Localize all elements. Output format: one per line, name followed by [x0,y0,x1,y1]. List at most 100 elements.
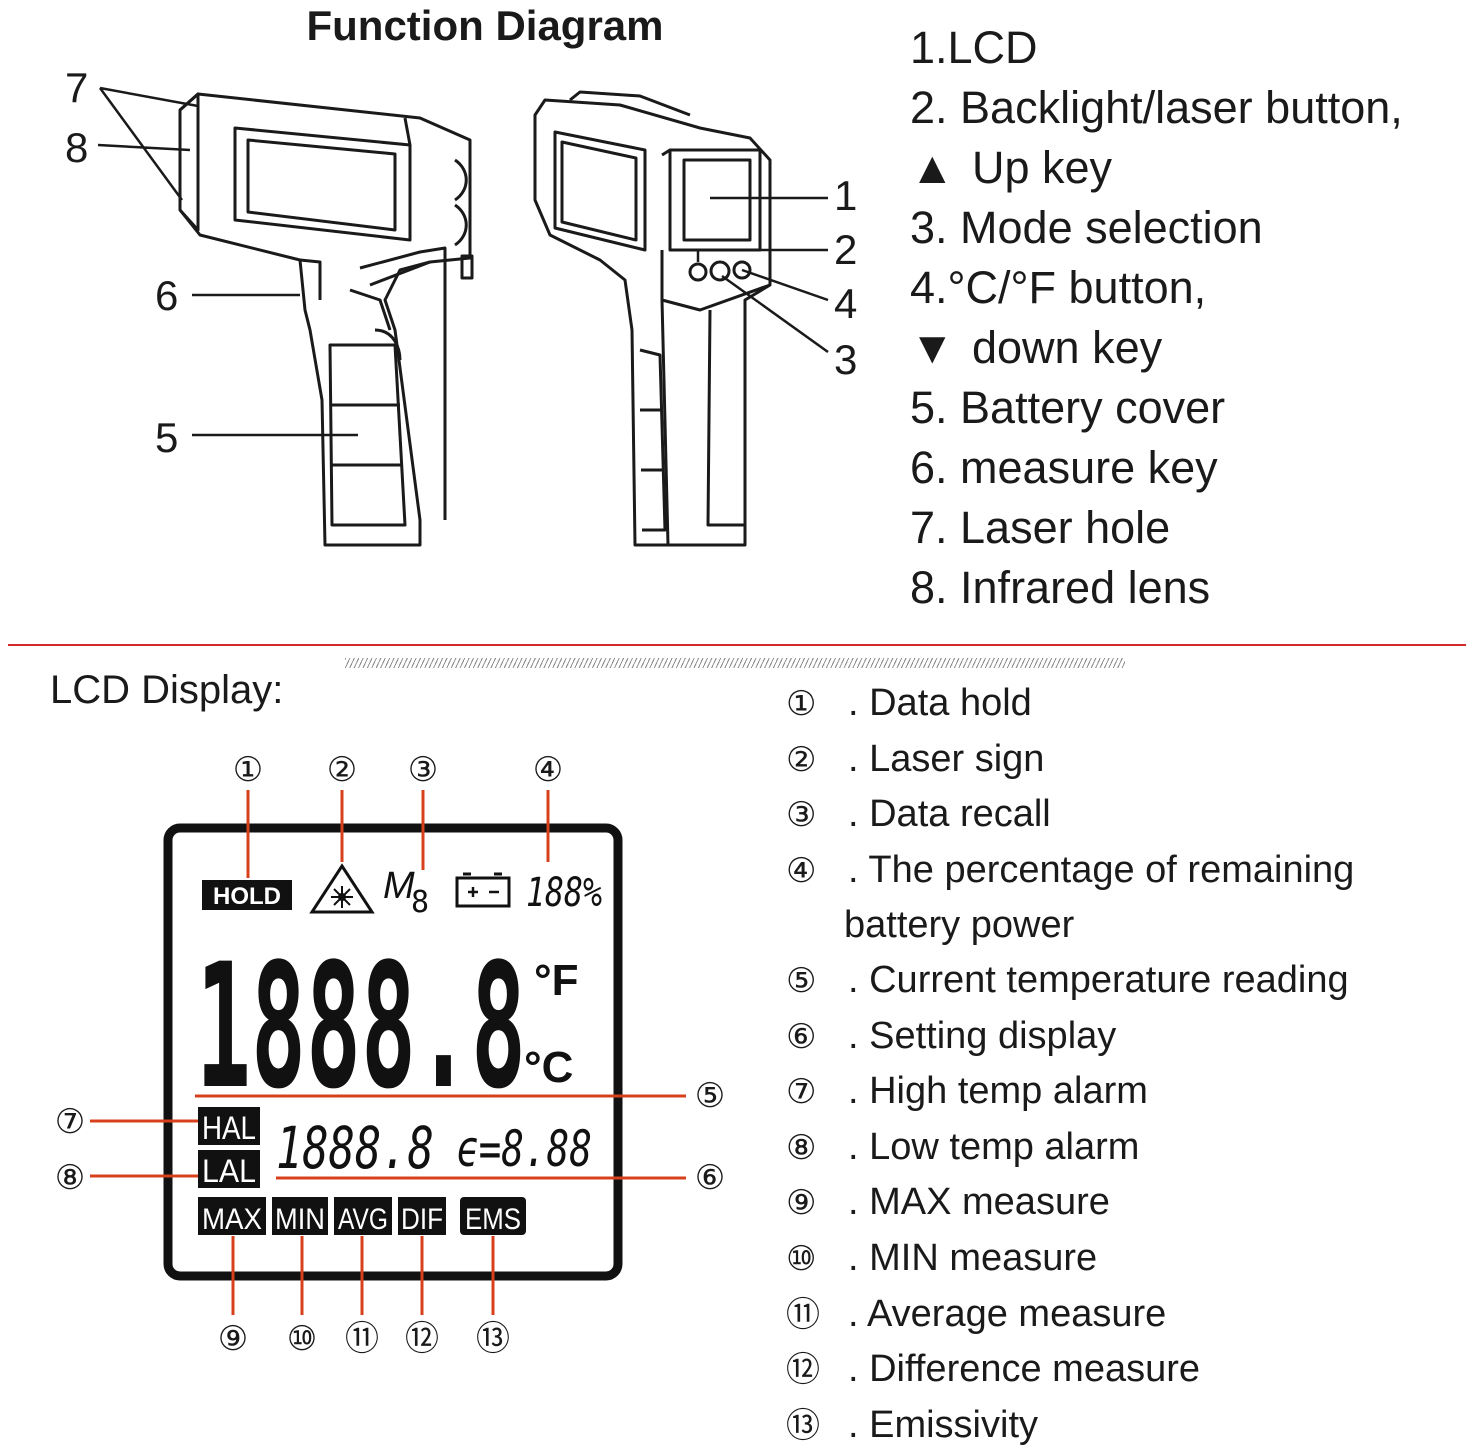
unit-fahrenheit: °F [534,956,578,1005]
legend-number: ⑫ [786,1351,820,1390]
lcd-legend-item: ⑤. Current temperature reading [786,953,1354,1009]
lcd-callout-1: ① [233,750,263,790]
legend-number: ⑦ [786,1073,817,1112]
legend-number: ③ [786,796,817,835]
lcd-legend-item: ② . Laser sign [786,732,1354,788]
lcd-screen: HOLD M 8 188% 1888.8 °F °C HAL LAL 1888.… [163,823,623,1281]
legend-number: ① [786,685,817,723]
legend-text: . Current temperature reading [848,958,1349,1001]
lcd-callout-3: ③ [408,750,438,790]
mode-ems-label: EMS [465,1203,521,1236]
battery-icon [455,872,511,908]
callout-number-8: 8 [65,124,88,171]
function-legend-item: 2. Backlight/laser button, [910,78,1403,138]
setting-reading: 1888.8 [276,1114,434,1182]
mode-max-label: MAX [202,1203,262,1236]
legend-number: ⑥ [786,1017,817,1056]
lal-indicator [198,1150,260,1188]
battery-percent: 188% [526,870,602,916]
section-divider [8,644,1466,646]
mode-avg-label: AVG [338,1203,388,1236]
legend-text: 3. Mode selection [910,202,1263,253]
lcd-callout-2: ② [327,750,357,790]
legend-number: ⑬ [786,1406,820,1445]
lcd-callout-6: ⑥ [695,1158,725,1198]
lcd-display-title: LCD Display: [50,668,284,712]
legend-text: 8. Infrared lens [910,562,1211,613]
legend-text: . Setting display [848,1014,1117,1057]
memory-digit: 8 [411,885,429,920]
legend-text: . Laser sign [848,737,1045,780]
legend-text: 2. Backlight/laser button, [910,82,1403,133]
legend-number: ⑩ [786,1239,817,1278]
hold-indicator [202,880,292,910]
lcd-callout-9: ⑨ [218,1319,248,1359]
lcd-callout-13: ⑬ [476,1319,510,1359]
legend-text: . Emissivity [848,1403,1038,1446]
lcd-legend-item: ⑧. Low temp alarm [786,1120,1354,1176]
lcd-legend-item: ⑦ . High temp alarm [786,1064,1354,1120]
legend-text: . MAX measure [848,1181,1110,1224]
legend-text: . High temp alarm [848,1070,1148,1113]
lcd-callout-numbers: ① ② ③ ④ ⑤ ⑥ ⑦ ⑧ ⑨ ⑩ ⑪ ⑫ ⑬ [55,750,725,1359]
legend-number: ② [786,740,817,779]
lcd-legend-item: ⑪. Average measure [786,1287,1354,1343]
laser-sign-icon [309,863,375,914]
lcd-legend-item: ④ . The percentage of remaining [786,843,1354,899]
mode-min-label: MIN [275,1203,325,1236]
lcd-legend-item: ⑫ . Difference measure [786,1342,1354,1398]
function-legend-item: 7. Laser hole [910,498,1403,558]
lal-label: LAL [202,1153,256,1189]
lcd-legend-item: ⑬ . Emissivity [786,1398,1354,1453]
legend-text: battery power [844,904,1075,947]
function-legend-item: ▲ Up key [910,138,1403,198]
callout-number-3: 3 [834,336,857,383]
legend-text: 6. measure key [910,442,1218,493]
function-legend-list: 1.LCD 2. Backlight/laser button, ▲ Up key… [910,18,1403,618]
legend-number: ⑪ [786,1295,820,1334]
legend-number: ⑨ [786,1184,817,1223]
function-callout-numbers: 7 8 6 5 1 2 4 3 [65,64,857,461]
main-temperature-reading: 1888.8 [196,926,526,1127]
function-legend-item: 5. Battery cover [910,378,1403,438]
legend-text: 1.LCD [910,22,1038,73]
legend-text: . MIN measure [848,1236,1098,1279]
hatched-rule [345,658,1125,668]
callout-number-1: 1 [834,172,857,219]
legend-text: . Low temp alarm [848,1125,1140,1168]
emissivity-reading: ϵ=8.88 [456,1120,592,1178]
legend-text: . The percentage of remaining [848,848,1355,891]
thermometer-side-view [178,92,474,547]
callout-number-6: 6 [155,272,178,319]
callout-number-5: 5 [155,414,178,461]
legend-text: 7. Laser hole [910,502,1171,553]
lcd-legend-list: ①. Data hold ②. Laser sign ③. Data recal… [786,676,1354,1453]
function-legend-item: 1.LCD [910,18,1403,78]
lcd-legend-item: ⑩ . MIN measure [786,1231,1354,1287]
legend-text: . Difference measure [848,1348,1201,1391]
legend-text: Up key [972,142,1113,193]
function-legend-item: 6. measure key [910,438,1403,498]
function-diagram-title: Function Diagram [306,2,664,49]
hal-label: HAL [202,1110,256,1146]
hold-label: HOLD [213,883,281,910]
legend-number: ④ [786,851,817,890]
hal-indicator [198,1107,260,1145]
legend-text: down key [972,322,1163,373]
callout-number-4: 4 [834,280,857,327]
legend-text: 4.°C/°F button, [910,262,1207,313]
lcd-callout-10: ⑩ [287,1319,317,1359]
lcd-callout-11: ⑪ [345,1319,379,1359]
unit-celsius: °C [524,1043,573,1092]
lcd-legend-item: ⑨ . MAX measure [786,1175,1354,1231]
memory-mark: M [383,865,415,907]
function-legend-item: 8. Infrared lens [910,558,1403,618]
lcd-callout-lines [90,790,686,1315]
lcd-legend-item: ⑥ . Setting display [786,1009,1354,1065]
function-legend-item: ▼down key [910,318,1403,378]
up-triangle-icon: ▲ [910,142,955,193]
lcd-callout-12: ⑫ [405,1319,439,1359]
lcd-callout-7: ⑦ [55,1102,85,1142]
lcd-legend-item: battery power [786,898,1354,953]
legend-text: . Data hold [848,682,1032,724]
